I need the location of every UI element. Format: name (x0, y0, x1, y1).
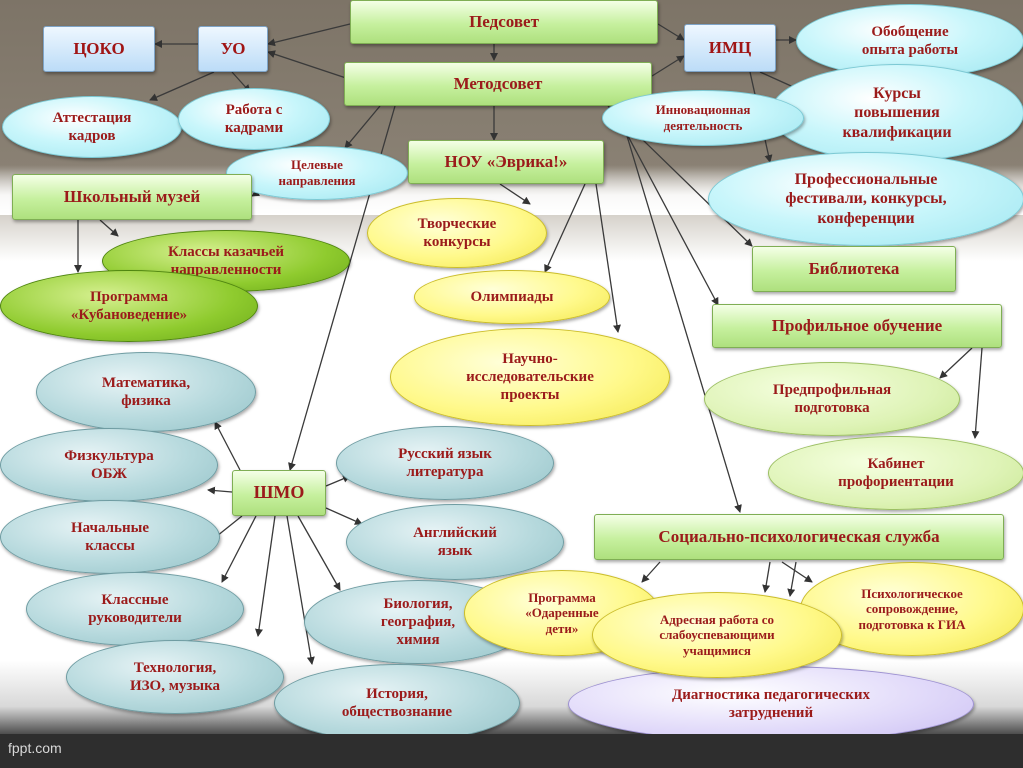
node-predprofilnaya: Предпрофильная подготовка (704, 362, 960, 436)
node-tvorcheskie: Творческие конкурсы (367, 198, 547, 268)
label-nauchno: Научно- исследовательские проекты (466, 351, 594, 403)
label-obobshchenie: Обобщение опыта работы (861, 24, 959, 58)
node-rabota-s-kadrami: Работа с кадрами (178, 88, 330, 150)
label-odarennye: Программа «Одаренные дети» (525, 589, 599, 636)
node-metodsovet: Методсовет (344, 62, 652, 106)
label-matematika: Математика, физика (101, 375, 191, 409)
node-shmo: ШМО (232, 470, 326, 516)
edge-pedsovet-imts (657, 23, 685, 41)
node-klassnye: Классные руководители (26, 572, 244, 646)
node-attestatsiya: Аттестация кадров (2, 96, 182, 158)
node-muzey: Школьный музей (12, 174, 252, 220)
edge-sotsialno-diagnostika (787, 561, 797, 597)
edge-pedsovet-uo (267, 23, 351, 47)
node-istoriya: История, обществознание (274, 664, 520, 742)
label-russkiy: Русский язык литература (398, 446, 492, 480)
label-festivali: Профессиональные фестивали, конкурсы, ко… (785, 171, 947, 227)
label-angliyskiy: Английский язык (413, 525, 497, 559)
label-kazachya: Классы казачьей направленности (167, 244, 285, 278)
edge-shmo-biologiya (297, 515, 341, 591)
edge-shmo-klassnye (221, 515, 257, 583)
edge-profilnoe-kabinet (971, 347, 983, 439)
label-predprofilnaya: Предпрофильная подготовка (772, 382, 892, 416)
node-festivali: Профессиональные фестивали, конкурсы, ко… (708, 152, 1023, 246)
node-tekhnologiya: Технология, ИЗО, музыка (66, 640, 284, 714)
edge-metodsovet-uo (267, 50, 347, 79)
label-innovatsionnaya: Инновационная деятельность (655, 102, 751, 133)
label-fizkultura: Физкультура ОБЖ (64, 448, 154, 482)
node-adresnaya: Адресная работа со слабоуспевающими учащ… (592, 592, 842, 678)
label-tvorcheskie: Творческие конкурсы (417, 216, 497, 250)
label-kabinet: Кабинет профориентации (838, 456, 954, 490)
node-matematika: Математика, физика (36, 352, 256, 432)
node-nachalnye: Начальные классы (0, 500, 220, 574)
node-imts: ИМЦ (684, 24, 776, 72)
node-russkiy: Русский язык литература (336, 426, 554, 500)
edge-muzey-kazachya (99, 219, 119, 237)
label-kubanovedenie: Программа «Кубановедение» (70, 289, 188, 323)
node-nauchno: Научно- исследовательские проекты (390, 328, 670, 426)
label-nachalnye: Начальные классы (70, 520, 150, 554)
label-klassnye: Классные руководители (88, 592, 182, 626)
edge-shmo-matematika (214, 421, 241, 471)
node-profilnoe: Профильное обучение (712, 304, 1002, 348)
label-kursy: Курсы повышения квалификации (842, 85, 952, 141)
edge-sotsialno-psikhologicheskoe (781, 561, 813, 583)
label-attestatsiya: Аттестация кадров (52, 110, 132, 144)
edge-shmo-fizkultura (207, 486, 233, 495)
node-tsoko: ЦОКО (43, 26, 155, 72)
label-diagnostika: Диагностика педагогических затруднений (671, 687, 871, 721)
node-biblioteka: Библиотека (752, 246, 956, 292)
node-sotsialno: Социально-психологическая служба (594, 514, 1004, 560)
node-pedsovet: Педсовет (350, 0, 658, 44)
node-olimpiady: Олимпиады (414, 270, 610, 324)
watermark-text: fppt.com (8, 740, 62, 756)
node-nou: НОУ «Эврика!» (408, 140, 604, 184)
edge-sotsialno-odarennye (641, 561, 661, 583)
node-fizkultura: Физкультура ОБЖ (0, 428, 218, 502)
footer-bar (0, 734, 1023, 768)
edge-profilnoe-predprofilnaya (939, 347, 973, 379)
node-kursy: Курсы повышения квалификации (770, 64, 1023, 162)
node-angliyskiy: Английский язык (346, 504, 564, 580)
node-tselevye: Целевые направления (226, 146, 408, 200)
node-diagnostika: Диагностика педагогических затруднений (568, 666, 974, 742)
edge-metodsovet-imts (651, 55, 685, 77)
node-kabinet: Кабинет профориентации (768, 436, 1023, 510)
node-innovatsionnaya: Инновационная деятельность (602, 90, 804, 146)
label-psikhologicheskoe: Психологическое сопровождение, подготовк… (858, 585, 966, 632)
edge-metodsovet-tselevye (344, 105, 381, 149)
edge-shmo-angliyskiy (325, 507, 363, 525)
label-istoriya: История, обществознание (341, 686, 453, 720)
node-uo: УО (198, 26, 268, 72)
edge-shmo-tekhnologiya (255, 515, 276, 637)
label-tekhnologiya: Технология, ИЗО, музыка (129, 660, 221, 694)
label-biologiya: Биология, география, химия (380, 596, 456, 648)
label-rabota-s-kadrami: Работа с кадрами (224, 102, 284, 136)
label-olimpiady: Олимпиады (470, 289, 554, 305)
node-kubanovedenie: Программа «Кубановедение» (0, 270, 258, 342)
edge-shmo-istoriya (286, 515, 315, 665)
label-tselevye: Целевые направления (278, 157, 356, 188)
edge-sotsialno-adresnaya (762, 561, 771, 593)
label-adresnaya: Адресная работа со слабоуспевающими учащ… (659, 611, 775, 658)
